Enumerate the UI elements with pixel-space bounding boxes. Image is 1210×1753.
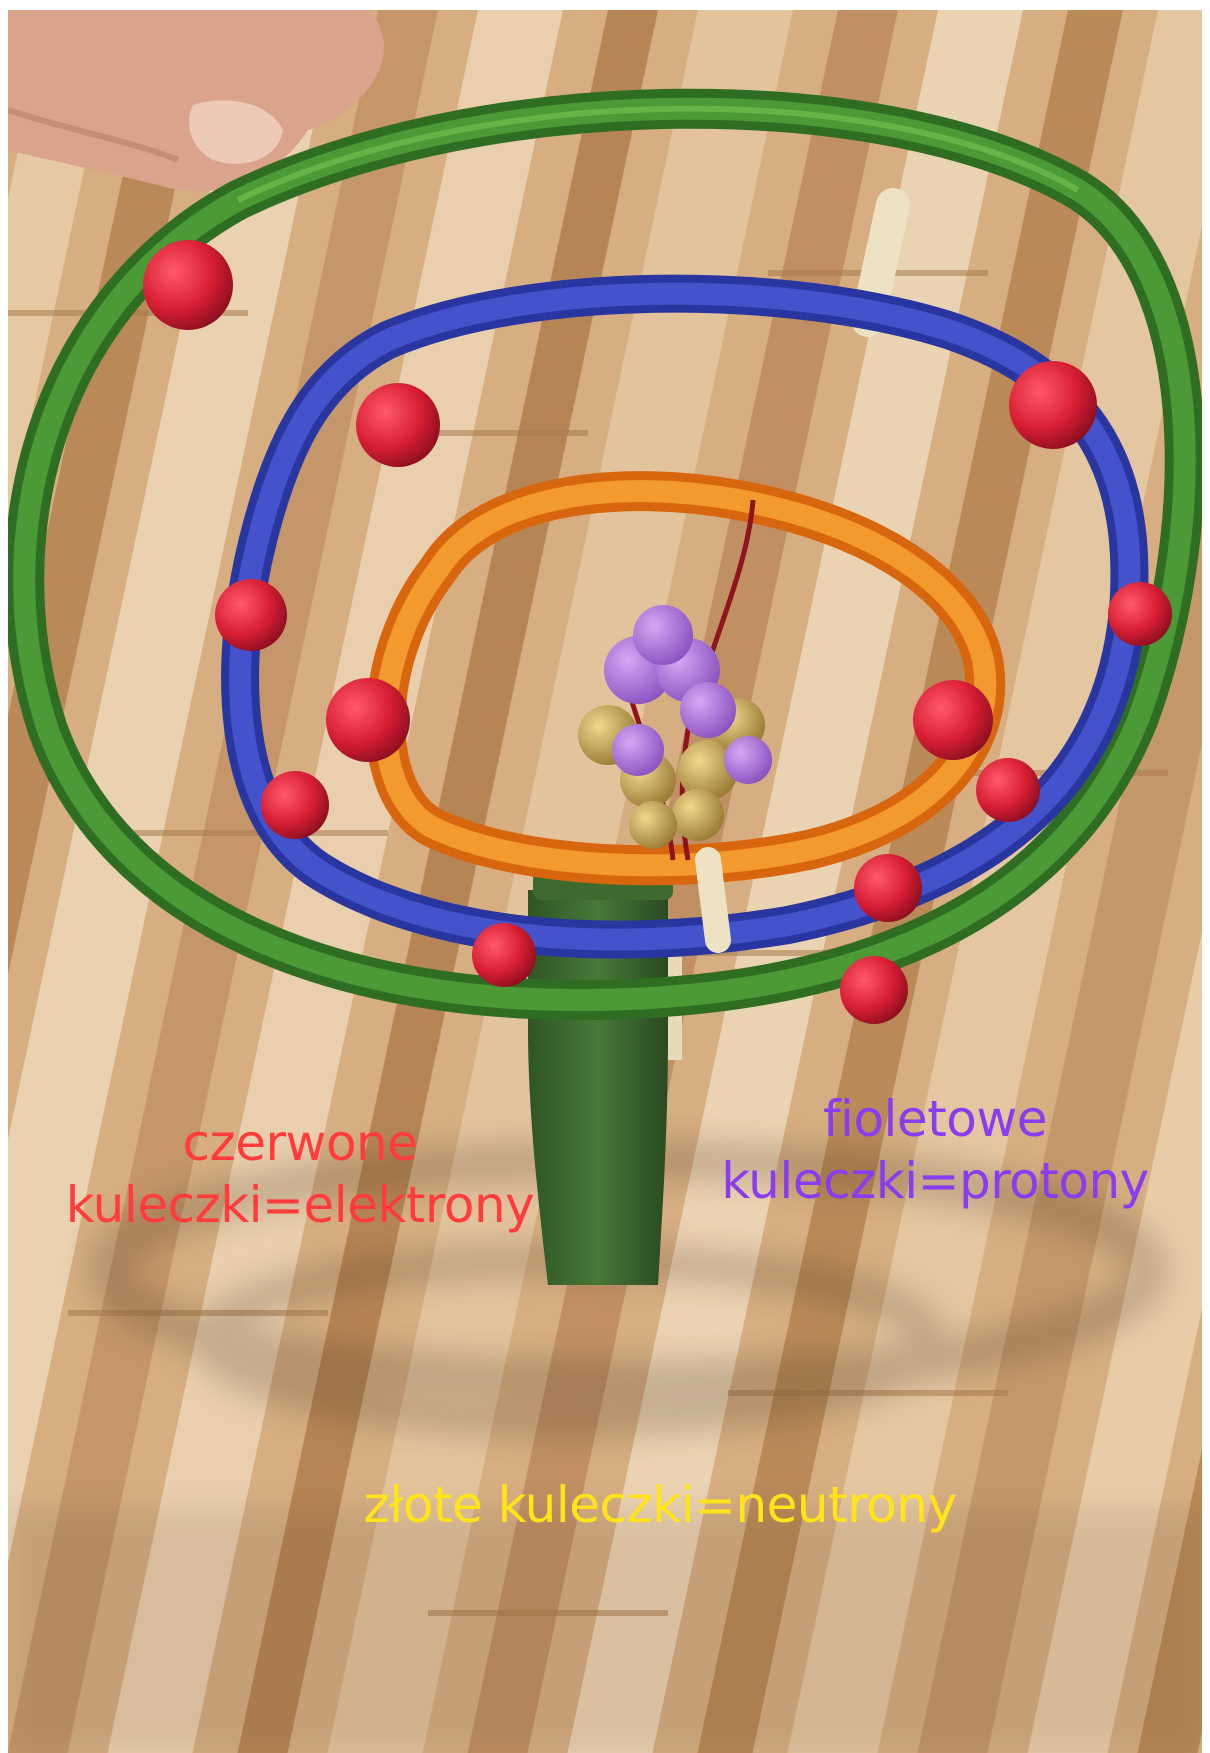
electrons-caption: czerwone kuleczki=elektrony (40, 1112, 560, 1236)
electron (215, 579, 287, 651)
hand-finger (8, 10, 385, 192)
electron (261, 771, 329, 839)
protons-caption: fioletowe kuleczki=protony (700, 1088, 1170, 1212)
electron (840, 956, 908, 1024)
electron (1108, 582, 1172, 646)
neutron (672, 789, 724, 841)
atom-model-photo (8, 10, 1202, 1753)
electron (913, 680, 993, 760)
electron (326, 678, 410, 762)
support-pin-lower (695, 847, 731, 953)
electron (143, 240, 233, 330)
neutron (629, 801, 677, 849)
nucleus (578, 605, 772, 849)
proton (680, 682, 736, 738)
electron (472, 923, 536, 987)
neutron (678, 740, 738, 800)
electron (976, 758, 1040, 822)
proton (724, 736, 772, 784)
proton (612, 724, 664, 776)
inner-shell-orange (365, 471, 1006, 886)
protons-caption-line2: kuleczki=protony (721, 1152, 1149, 1210)
electrons (143, 240, 1172, 1024)
electron (1009, 361, 1097, 449)
protons-caption-line1: fioletowe (822, 1090, 1048, 1148)
proton (633, 605, 693, 665)
electron (356, 383, 440, 467)
electron (854, 854, 922, 922)
neutrons-caption: złote kuleczki=neutrony (363, 1476, 957, 1534)
electrons-caption-line1: czerwone (182, 1114, 419, 1172)
electrons-caption-line2: kuleczki=elektrony (65, 1176, 535, 1234)
outer-shell-green (8, 88, 1202, 1021)
